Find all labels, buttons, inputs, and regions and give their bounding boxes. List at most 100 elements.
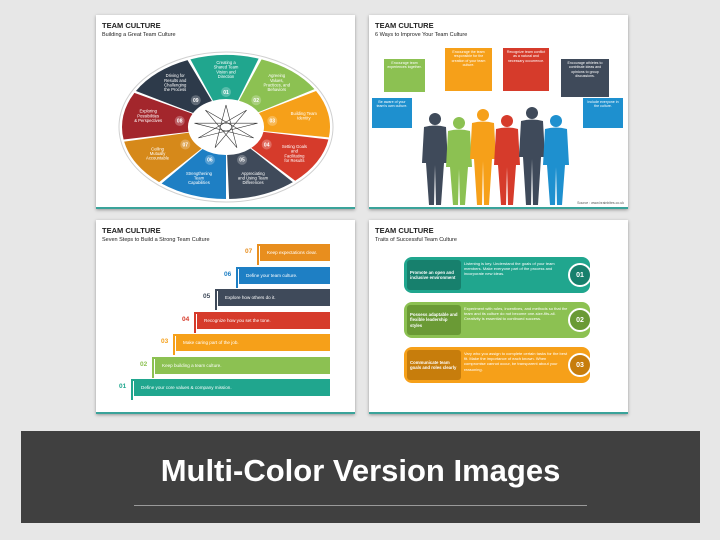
trait-label: Possess adaptable and flexible leadershi… <box>407 305 461 335</box>
wheel-star-connector <box>194 104 258 148</box>
wheel-number-badge <box>190 95 201 106</box>
wheel-segment-02 <box>238 59 315 113</box>
step-bar-04: Recognize how you set the tone. <box>197 312 330 329</box>
wheel-segment-01 <box>190 55 259 101</box>
person-body <box>519 119 545 205</box>
slide-subtitle: 6 Ways to Improve Your Team Culture <box>375 32 468 38</box>
step-bar-03: Make caring part of the job. <box>176 334 330 351</box>
wheel-segment-03 <box>258 91 330 138</box>
speech-bubble-6: Include everyone in the culture. <box>583 98 623 128</box>
wheel-number: 02 <box>253 98 259 104</box>
wheel-number-badge <box>251 95 262 106</box>
slide-thumbnail-traits[interactable]: TEAM CULTURE Traits of Successful Team C… <box>369 220 628 414</box>
team-people-silhouettes <box>422 107 569 205</box>
wheel-segment-05 <box>227 148 293 199</box>
title-banner: Multi-Color Version Images <box>21 431 700 523</box>
slide-accent-line <box>369 412 628 414</box>
speech-bubble-3: Encourage the team responsible for the c… <box>445 48 492 91</box>
step-bracket-05 <box>215 289 220 310</box>
slide-thumbnail-six-ways[interactable]: TEAM CULTURE 6 Ways to Improve Your Team… <box>369 15 628 209</box>
step-bracket-04 <box>194 312 199 333</box>
trait-number: 02 <box>568 308 592 332</box>
trait-number: 01 <box>568 263 592 287</box>
wheel-number: 03 <box>270 119 276 125</box>
trait-label: Promote an open and inclusive environmen… <box>407 260 461 290</box>
wheel-segment-08 <box>122 92 193 140</box>
wheel-number-badge <box>204 154 215 165</box>
step-bar-06: Define your team culture. <box>239 267 330 284</box>
wheel-number: 09 <box>193 98 199 104</box>
step-number-04: 04 <box>182 316 190 323</box>
wheel-number-badge <box>180 139 191 150</box>
speech-bubble-2: Encourage team experiences together. <box>384 59 425 92</box>
trait-card-02: Possess adaptable and flexible leadershi… <box>404 302 592 338</box>
wheel-number-badge <box>267 115 278 126</box>
step-number-02: 02 <box>140 361 148 368</box>
speech-bubble-4: Recognize team conflict as a natural and… <box>503 48 549 91</box>
wheel-number: 01 <box>223 90 229 96</box>
slide-accent-line <box>96 207 355 209</box>
wheel-number-badge <box>174 115 185 126</box>
wheel-segment-09 <box>135 60 212 113</box>
step-number-01: 01 <box>119 383 127 390</box>
step-bracket-03 <box>173 334 178 355</box>
slide-subtitle: Building a Great Team Culture <box>102 32 176 38</box>
person-head <box>477 109 489 121</box>
trait-label: Communicate team goals and roles clearly <box>407 350 461 380</box>
speech-bubble-1: Be aware of your team's own culture. <box>372 98 412 128</box>
trait-card-01: Promote an open and inclusive environmen… <box>404 257 592 293</box>
trait-card-03: Communicate team goals and roles clearly… <box>404 347 592 383</box>
step-bar-02: Keep building a team culture. <box>155 357 330 374</box>
wheel-segment-07 <box>124 132 202 183</box>
wheel-segment-04 <box>251 131 329 181</box>
slide-title: TEAM CULTURE <box>375 226 434 235</box>
banner-underline <box>134 505 587 506</box>
step-number-06: 06 <box>224 271 232 278</box>
person-head <box>550 115 562 127</box>
person-head <box>453 117 465 129</box>
trait-description: Listening is key. Understand the goals o… <box>464 261 555 277</box>
slide-subtitle: Seven Steps to Build a Strong Team Cultu… <box>102 237 210 243</box>
person-head <box>429 113 441 125</box>
wheel-number: 06 <box>207 158 213 164</box>
step-bar-01: Define your core values & company missio… <box>134 379 330 396</box>
step-bracket-01 <box>131 379 136 400</box>
wheel-number-badge <box>261 139 272 150</box>
person-body <box>543 127 569 205</box>
wheel-number-badge <box>221 87 231 97</box>
wheel-number: 07 <box>183 142 189 148</box>
wheel-number: 05 <box>239 158 245 164</box>
slide-title: TEAM CULTURE <box>102 226 161 235</box>
wheel-segment-06 <box>161 148 226 199</box>
step-number-05: 05 <box>203 293 211 300</box>
person-body <box>494 127 520 205</box>
slide-accent-line <box>369 207 628 209</box>
slide-thumbnail-building-culture[interactable]: TEAM CULTURE Building a Great Team Cultu… <box>96 15 355 209</box>
trait-number: 03 <box>568 353 592 377</box>
person-body <box>422 125 448 205</box>
slide-title: TEAM CULTURE <box>375 21 434 30</box>
step-bar-07: Keep expectations clear. <box>260 244 330 261</box>
step-bracket-02 <box>152 357 157 378</box>
slide-thumbnail-seven-steps[interactable]: TEAM CULTURE Seven Steps to Build a Stro… <box>96 220 355 414</box>
person-body <box>470 121 496 205</box>
person-head <box>501 115 513 127</box>
wheel-number-badge <box>237 154 248 165</box>
step-bracket-06 <box>236 267 241 288</box>
person-head <box>526 107 538 119</box>
step-number-03: 03 <box>161 338 169 345</box>
step-number-07: 07 <box>245 248 253 255</box>
wheel-number: 08 <box>177 119 183 125</box>
step-bar-05: Explore how others do it. <box>218 289 330 306</box>
source-note: Source : www.brainbites.co.uk <box>577 201 624 205</box>
banner-title: Multi-Color Version Images <box>160 453 561 488</box>
